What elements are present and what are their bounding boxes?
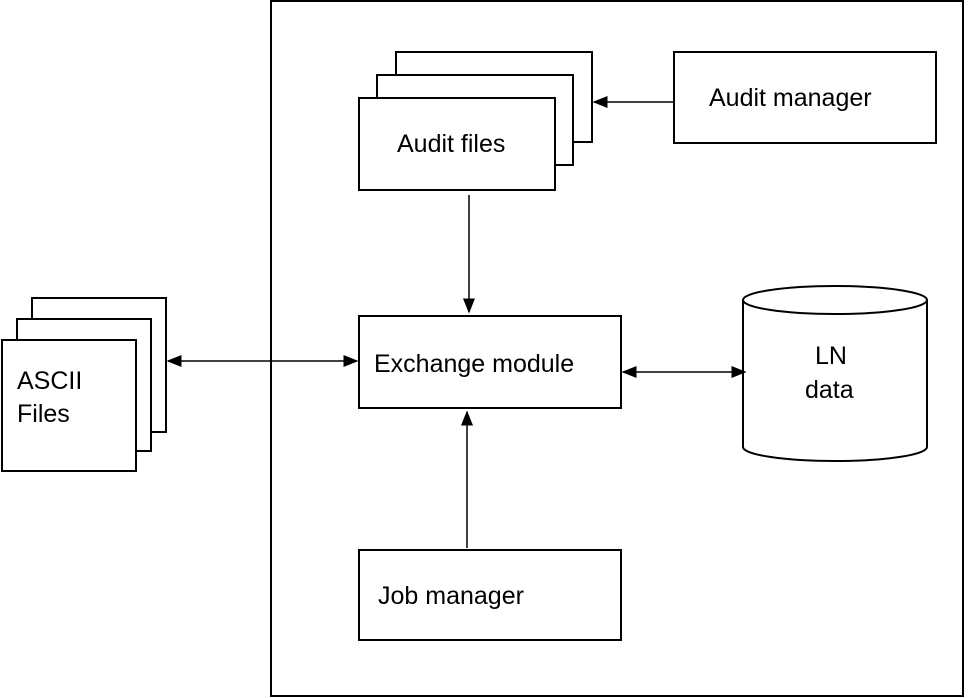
- audit-manager-label: Audit manager: [709, 84, 872, 112]
- exchange-module-label: Exchange module: [374, 350, 574, 378]
- files-label: Files: [17, 400, 70, 428]
- job-manager-label: Job manager: [378, 582, 524, 610]
- ln-data-cylinder: [742, 285, 928, 462]
- audit-files-label: Audit files: [397, 130, 505, 158]
- ascii-files-stack: [1, 297, 167, 472]
- job-manager-box: [358, 549, 622, 641]
- ln-label: LN: [815, 342, 847, 370]
- data-label: data: [805, 376, 854, 404]
- exchange-module-box: [358, 315, 622, 409]
- audit-files-stack: [358, 51, 593, 191]
- audit-manager-box: [673, 51, 937, 144]
- ascii-label: ASCII: [17, 367, 82, 395]
